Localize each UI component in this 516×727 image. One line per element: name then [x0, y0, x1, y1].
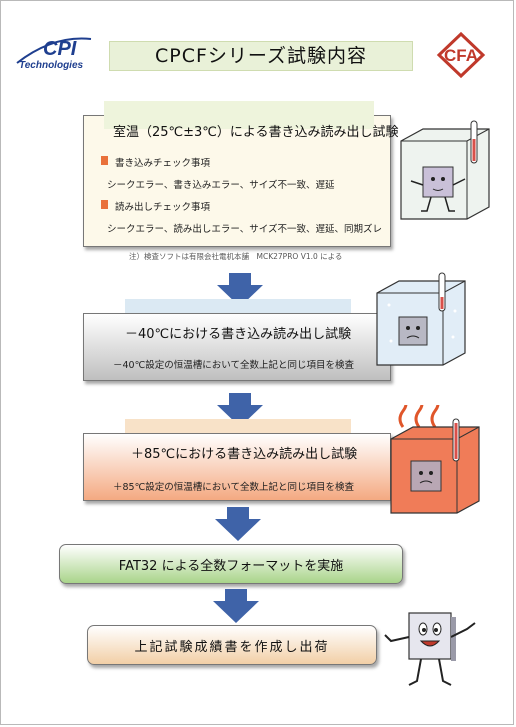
cpi-logo-subtext: Technologies — [19, 60, 84, 71]
step4-title: FAT32 による全数フォーマットを実施 — [118, 559, 344, 574]
down-arrow-icon — [217, 393, 263, 427]
down-arrow-icon — [215, 507, 261, 541]
step2-box — [83, 313, 391, 381]
title-background — [109, 41, 413, 71]
write-check-heading: 書き込みチェック事項 — [115, 158, 211, 169]
down-arrow-icon — [213, 589, 259, 623]
software-footnote: 注）検査ソフトは有限会社電机本舗 MCK27PRO V1.0 による — [129, 252, 343, 261]
room-temperature-chamber-illustration — [400, 120, 490, 220]
hot-chamber-illustration — [390, 405, 480, 514]
step2-description: －40℃設定の恒温槽において全数上記と同じ項目を検査 — [113, 360, 354, 371]
step4-box — [59, 544, 403, 584]
down-arrow-icon — [217, 273, 263, 307]
bullet-icon — [101, 156, 108, 165]
bullet-icon — [101, 200, 108, 209]
step1-title: 室温（25℃±3℃）による書き込み読み出し試験 — [113, 125, 399, 140]
step1-box — [83, 115, 391, 247]
cfa-logo: CFA — [436, 31, 486, 79]
cpi-technologies-logo: CPI Technologies — [16, 37, 92, 71]
step1-title-highlight — [104, 101, 374, 129]
step2-title: －40℃における書き込み読み出し試験 — [125, 327, 352, 342]
cfa-logo-text: CFA — [444, 46, 478, 65]
cpi-logo-text: CPI — [43, 38, 77, 60]
step3-title: ＋85℃における書き込み読み出し試験 — [131, 447, 358, 462]
cold-chamber-illustration — [376, 272, 466, 366]
step5-box — [87, 625, 377, 665]
step5-title: 上記試験成績書を作成し出荷 — [134, 640, 330, 655]
write-check-items: シークエラー、書き込みエラー、サイズ不一致、遅延 — [107, 180, 335, 191]
step3-description: ＋85℃設定の恒温槽において全数上記と同じ項目を検査 — [113, 482, 354, 493]
page-title: CPCFシリーズ試験内容 — [155, 45, 367, 67]
read-check-heading: 読み出しチェック事項 — [115, 202, 211, 213]
step3-box — [83, 433, 391, 501]
happy-card-character-illustration — [384, 612, 476, 686]
read-check-items: シークエラー、読み出しエラー、サイズ不一致、遅延、同期ズレ — [107, 224, 383, 235]
